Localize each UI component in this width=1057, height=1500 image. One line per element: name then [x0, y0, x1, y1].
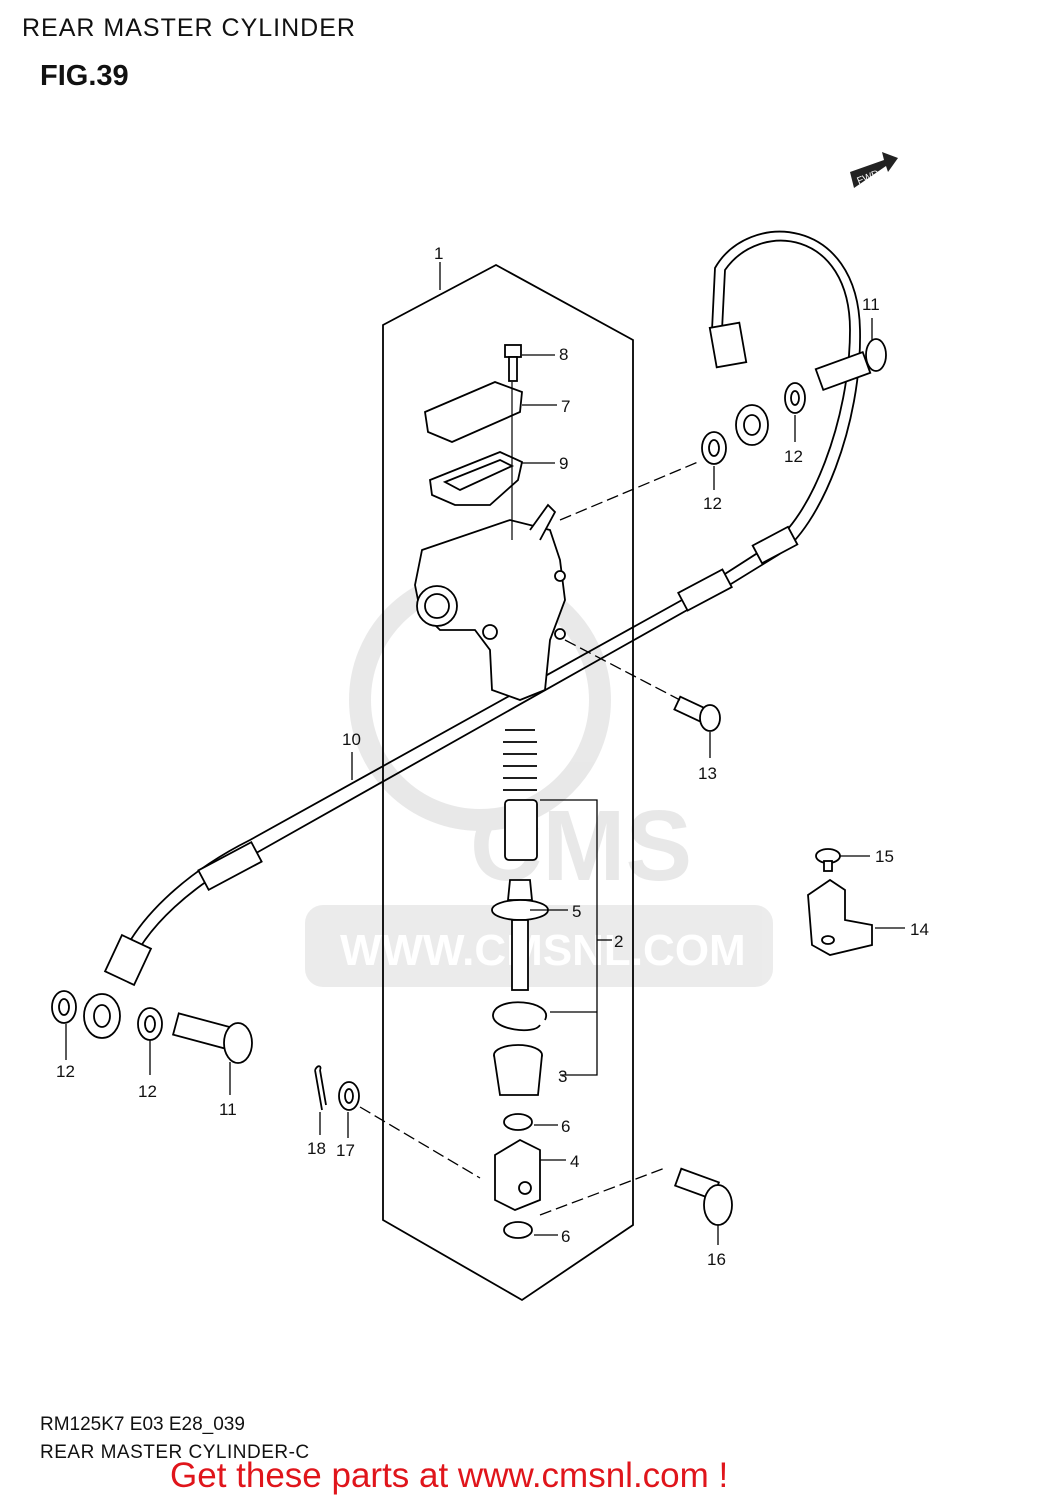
callout-6: 6 — [561, 1117, 570, 1136]
callout-16: 16 — [707, 1250, 726, 1269]
plain-washer — [338, 1081, 360, 1111]
master-cylinder-body — [414, 503, 566, 701]
reservoir-cap — [424, 381, 523, 443]
figure-number: FIG.39 — [40, 60, 129, 92]
callout-17: 17 — [336, 1141, 355, 1160]
union-bolt-lower — [171, 1012, 253, 1064]
piston-spring-assembly — [491, 729, 549, 991]
circlip — [492, 1001, 547, 1032]
callout-3: 3 — [558, 1067, 567, 1086]
callout-5: 5 — [572, 902, 581, 921]
hose-guide-bracket — [807, 878, 873, 956]
callout-14: 14 — [910, 920, 929, 939]
callout-8: 8 — [559, 345, 568, 364]
callout-leaders — [65, 262, 905, 1245]
diagram-caption: REAR MASTER CYLINDER-C — [40, 1442, 310, 1463]
assembly-outline — [382, 263, 634, 1302]
sealing-washer — [51, 382, 806, 1041]
cotter-pin — [314, 1065, 327, 1111]
callout-11: 11 — [862, 295, 880, 314]
clevis — [494, 1138, 541, 1211]
lock-nut — [503, 1113, 533, 1239]
reservoir-diaphragm — [429, 451, 524, 506]
union-bolt-upper — [814, 338, 887, 392]
callout-18: 18 — [307, 1139, 326, 1158]
callout-9: 9 — [559, 454, 568, 473]
callout-1: 1 — [434, 244, 443, 263]
callout-13: 13 — [698, 764, 717, 783]
callout-4: 4 — [570, 1152, 579, 1171]
cap-screw — [504, 344, 522, 382]
callout-12: 12 — [703, 494, 722, 513]
callout-2: 2 — [614, 932, 623, 951]
watermark-url: WWW.CMSNL.COM — [340, 926, 746, 975]
callout-7: 7 — [561, 397, 570, 416]
promo-link[interactable]: Get these parts at www.cmsnl.com ! — [170, 1456, 729, 1495]
callout-12: 12 — [56, 1062, 75, 1081]
fwd-arrow-icon: FWD — [850, 152, 898, 188]
callout-15: 15 — [875, 847, 894, 866]
clevis-pin — [673, 1167, 733, 1226]
brake-hose — [83, 230, 861, 1039]
bracket-screw — [815, 848, 841, 872]
page-title: REAR MASTER CYLINDER — [22, 14, 356, 42]
callout-10: 10 — [342, 730, 361, 749]
callout-12: 12 — [784, 447, 803, 466]
dust-boot — [493, 1044, 543, 1096]
callout-11: 11 — [219, 1100, 237, 1119]
callout-labels: 1 2 3 4 5 6 6 7 8 9 10 11 11 12 12 12 12… — [56, 244, 929, 1269]
callout-6: 6 — [561, 1227, 570, 1246]
model-code: RM125K7 E03 E28_039 — [40, 1414, 245, 1435]
mounting-screw — [673, 695, 721, 732]
callout-12: 12 — [138, 1082, 157, 1101]
